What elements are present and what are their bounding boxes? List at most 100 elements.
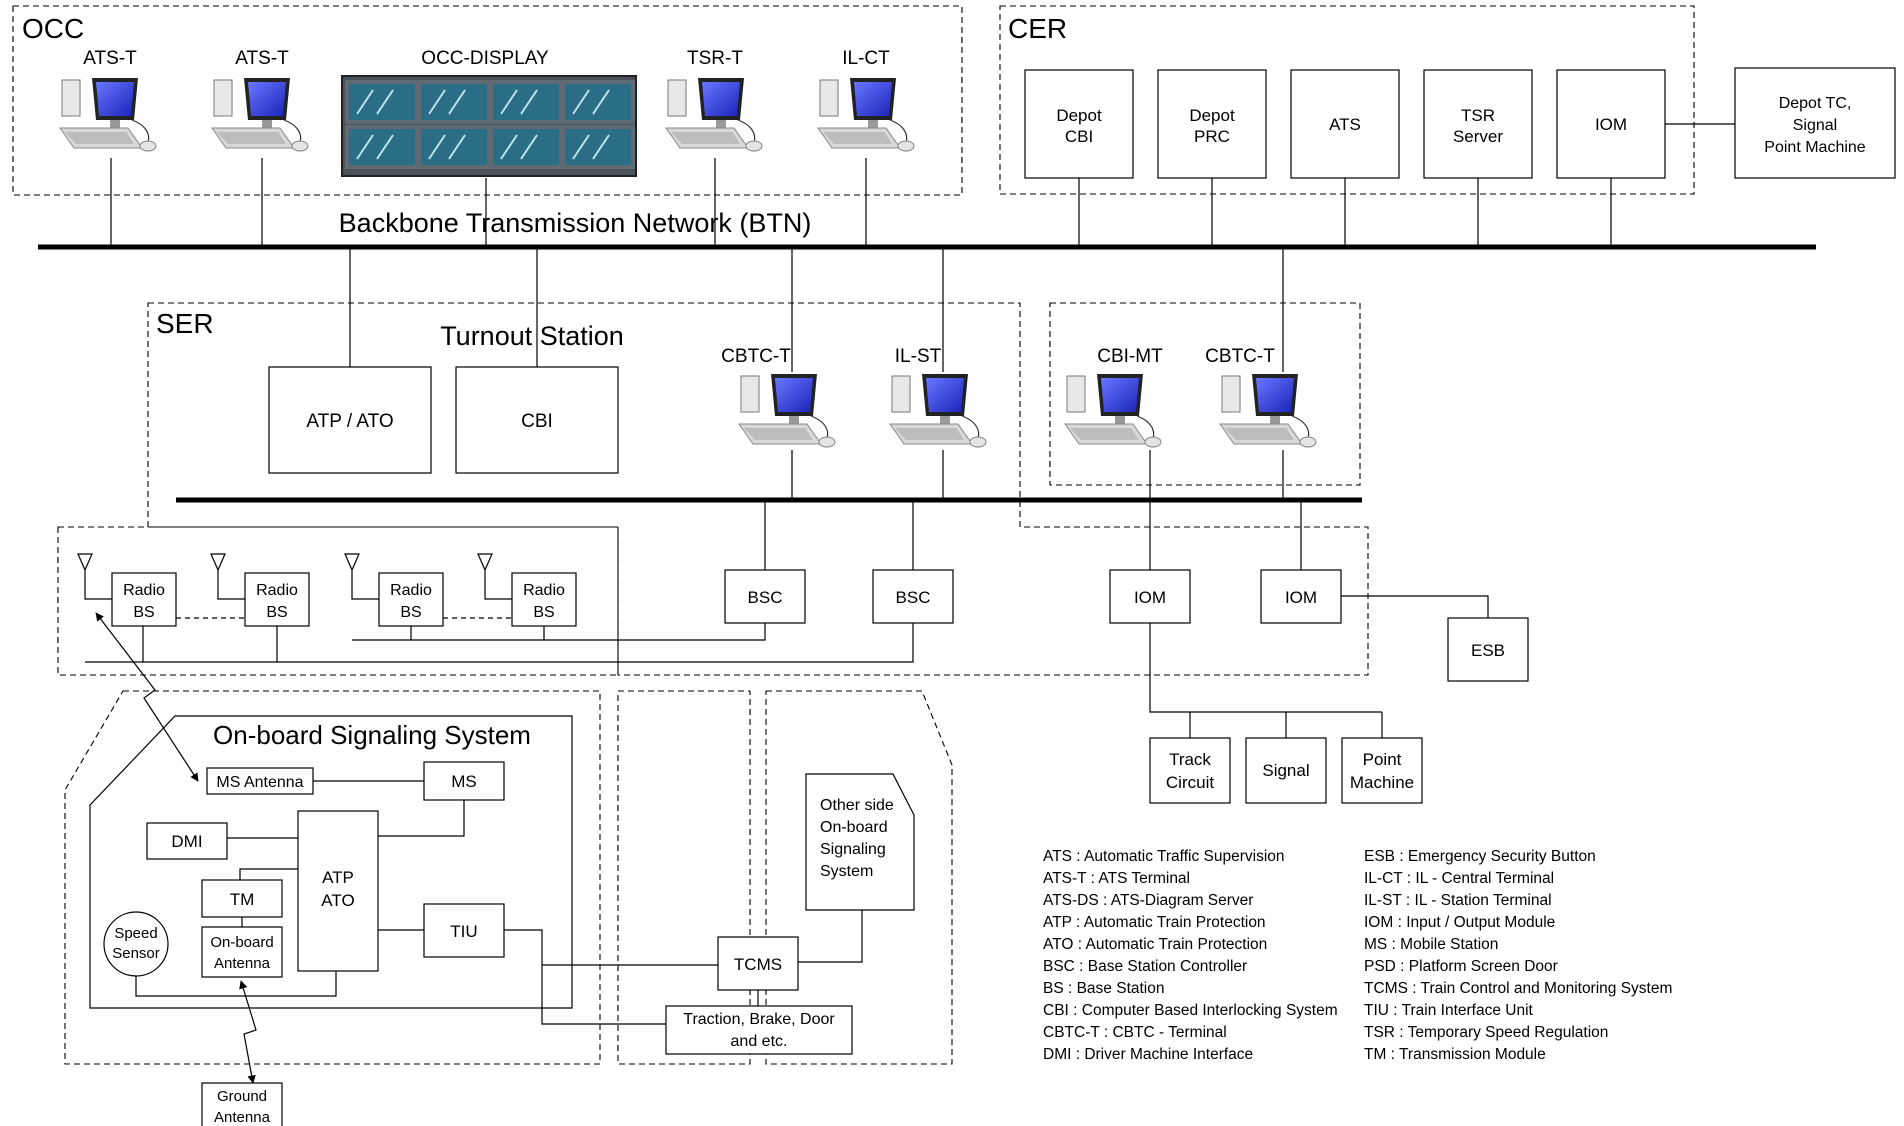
svg-text:ATS: ATS xyxy=(1329,115,1361,134)
legend-item: IL-ST : IL - Station Terminal xyxy=(1364,892,1552,909)
svg-text:System: System xyxy=(820,863,873,880)
svg-text:MS: MS xyxy=(451,772,477,791)
atp-ato-box: ATP ATO xyxy=(297,810,379,972)
cer-zone-label: CER xyxy=(1008,13,1067,44)
svg-text:PRC: PRC xyxy=(1194,127,1230,146)
svg-text:Signaling: Signaling xyxy=(820,841,886,858)
signal-box: Signal xyxy=(1245,737,1327,804)
legend-item: ATP : Automatic Train Protection xyxy=(1043,914,1266,931)
svg-text:Machine: Machine xyxy=(1350,773,1414,792)
svg-text:Point: Point xyxy=(1363,750,1402,769)
svg-text:ESB: ESB xyxy=(1471,641,1505,660)
svg-text:ATP / ATO: ATP / ATO xyxy=(306,411,393,432)
svg-text:Antenna: Antenna xyxy=(214,1109,271,1126)
legend-item: TCMS : Train Control and Monitoring Syst… xyxy=(1364,980,1672,997)
svg-text:Ground: Ground xyxy=(217,1088,267,1105)
legend-item: ATO : Automatic Train Protection xyxy=(1043,936,1267,953)
computer-icon xyxy=(665,77,763,152)
other-side-onboard-box: Other side On-board Signaling System xyxy=(805,773,915,911)
cer-box-depot-prc: Depot PRC xyxy=(1157,69,1267,179)
cer-box-depot-cbi: Depot CBI xyxy=(1024,69,1134,179)
ground-antenna-box: Ground Antenna xyxy=(201,1082,283,1126)
legend-item: BS : Base Station xyxy=(1043,980,1165,997)
tcms-box: TCMS xyxy=(717,936,799,991)
svg-text:TIU: TIU xyxy=(450,922,477,941)
ser-terminal-cbtc-t-2: CBTC-T xyxy=(1205,346,1317,448)
legend-item: ATS : Automatic Traffic Supervision xyxy=(1043,848,1285,865)
svg-text:Depot: Depot xyxy=(1189,106,1235,125)
svg-text:ATP: ATP xyxy=(322,868,354,887)
antenna-icon xyxy=(77,553,112,600)
computer-icon xyxy=(1064,373,1162,448)
cer-box-iom: IOM xyxy=(1556,69,1666,179)
legend-right: ESB : Emergency Security Button IL-CT : … xyxy=(1364,848,1672,1063)
svg-text:BS: BS xyxy=(400,604,421,621)
occ-zone-label: OCC xyxy=(22,13,84,44)
computer-icon xyxy=(59,77,157,152)
ser-terminal-cbi-mt: CBI-MT xyxy=(1064,346,1163,448)
legend-item: TIU : Train Interface Unit xyxy=(1364,1002,1534,1019)
btn-label: Backbone Transmission Network (BTN) xyxy=(339,208,812,238)
computer-icon xyxy=(211,77,309,152)
svg-text:Depot: Depot xyxy=(1056,106,1102,125)
bsc-box-1: BSC xyxy=(724,569,806,624)
legend-item: CBTC-T : CBTC - Terminal xyxy=(1043,1024,1227,1041)
legend-item: TM : Transmission Module xyxy=(1364,1046,1546,1063)
depot-tc-box: Depot TC, Signal Point Machine xyxy=(1734,67,1896,179)
legend-item: TSR : Temporary Speed Regulation xyxy=(1364,1024,1608,1041)
radio-bs-4: Radio BS xyxy=(477,553,577,627)
terminal-label: TSR-T xyxy=(687,48,743,69)
legend-left: ATS : Automatic Traffic Supervision ATS-… xyxy=(1043,848,1338,1063)
cer-box-ats: ATS xyxy=(1290,69,1400,179)
onboard-boundary xyxy=(89,715,573,1009)
computer-icon xyxy=(1219,373,1317,448)
bsc-box-2: BSC xyxy=(872,569,954,624)
svg-text:Speed: Speed xyxy=(114,925,157,942)
traction-brake-door-box: Traction, Brake, Door and etc. xyxy=(665,1005,853,1055)
occ-terminal-tsr-t: TSR-T xyxy=(665,48,763,152)
svg-text:On-board: On-board xyxy=(210,934,273,951)
computer-icon xyxy=(889,373,987,448)
svg-text:MS Antenna: MS Antenna xyxy=(216,774,303,791)
svg-text:Signal: Signal xyxy=(1262,761,1309,780)
svg-text:BSC: BSC xyxy=(748,588,783,607)
svg-text:Circuit: Circuit xyxy=(1166,773,1214,792)
ser-terminal-cbtc-t-1: CBTC-T xyxy=(721,346,836,448)
svg-text:CBI: CBI xyxy=(521,411,553,432)
svg-text:CBI-MT: CBI-MT xyxy=(1097,346,1163,367)
antenna-icon xyxy=(210,553,245,600)
svg-text:IL-ST: IL-ST xyxy=(895,346,942,367)
computer-icon xyxy=(817,77,915,152)
point-machine-box: Point Machine xyxy=(1341,737,1423,804)
legend-item: ATS-T : ATS Terminal xyxy=(1043,870,1190,887)
esb-box: ESB xyxy=(1447,617,1529,682)
legend-item: PSD : Platform Screen Door xyxy=(1364,958,1558,975)
dmi-box: DMI xyxy=(146,822,228,860)
svg-text:DMI: DMI xyxy=(171,832,202,851)
ser-zone-label: SER xyxy=(156,308,214,339)
terminal-label: ATS-T xyxy=(83,48,137,69)
occ-display: OCC-DISPLAY xyxy=(341,48,637,177)
tiu-box: TIU xyxy=(423,903,505,958)
radio-link-arrow xyxy=(95,612,199,782)
svg-text:Radio: Radio xyxy=(256,582,298,599)
legend-item: BSC : Base Station Controller xyxy=(1043,958,1247,975)
occ-zone xyxy=(12,5,963,196)
svg-text:BSC: BSC xyxy=(896,588,931,607)
svg-text:IOM: IOM xyxy=(1285,588,1317,607)
train-interface-zone xyxy=(617,690,751,1065)
other-side-zone xyxy=(765,690,953,1065)
svg-text:Track: Track xyxy=(1169,750,1211,769)
turnout-station-label: Turnout Station xyxy=(440,321,624,351)
ser-box-cbi: CBI xyxy=(455,366,619,474)
track-circuit-box: Track Circuit xyxy=(1149,737,1231,804)
occ-terminal-il-ct: IL-CT xyxy=(817,48,915,152)
svg-text:IOM: IOM xyxy=(1134,588,1166,607)
computer-icon xyxy=(738,373,836,448)
legend-item: IOM : Input / Output Module xyxy=(1364,914,1555,931)
radio-bs-zone xyxy=(57,526,619,676)
occ-terminal-ats-t-1: ATS-T xyxy=(59,48,157,152)
svg-text:TM: TM xyxy=(230,890,255,909)
svg-text:Server: Server xyxy=(1453,127,1503,146)
ms-antenna-box: MS Antenna xyxy=(206,767,314,795)
